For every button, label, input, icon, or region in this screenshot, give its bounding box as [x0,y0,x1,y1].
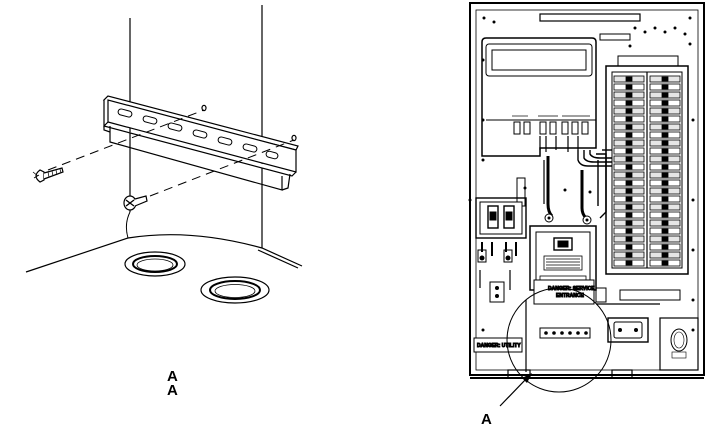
panel-callout-a: A [481,411,492,428]
breaker-handle [625,252,633,258]
breaker-handle [625,172,633,178]
detail-callout-a-upper: A [167,368,178,385]
breaker-handle [661,180,669,186]
detail-callout-a-lower: A [167,382,178,399]
top-rail [539,13,641,22]
detail-leader-line [499,377,528,407]
detail-circle [506,287,612,393]
neutral-bar [539,327,591,339]
breaker-handle [661,84,669,90]
breaker-handle [625,116,633,122]
breaker-handle [625,236,633,242]
enclosure-bottom-edge [25,234,303,273]
mounting-hole-upper [201,104,207,112]
breaker-handle [625,220,633,226]
breaker-handle [661,252,669,258]
utility-breaker [475,197,527,303]
breaker-handle [625,156,633,162]
breaker-handle [625,140,633,146]
din-rail-slots [117,108,279,160]
breaker-handle [661,108,669,114]
breaker-handle [661,164,669,170]
breaker-handle [661,228,669,234]
breaker-handle [625,244,633,250]
din-rail [102,95,299,191]
breaker-handle [661,204,669,210]
service-entrance-label: DANGER: SERVICE ENTRANCE [533,279,596,305]
screw-lower [123,195,148,211]
mounting-hole-right [291,134,297,142]
breaker-handle [661,212,669,218]
detail-leader-arrowhead [522,373,532,383]
side-access-panel [659,317,699,371]
upper-terminal-housing [481,37,597,157]
breaker-handle [661,140,669,146]
breaker-handle [661,76,669,82]
knockout-right [200,276,270,304]
utility-label-plate [473,337,523,353]
breaker-handle [625,124,633,130]
breaker-handle [625,108,633,114]
breaker-handle [661,124,669,130]
service-label-line1: DANGER: SERVICE [548,286,595,292]
breaker-handle [661,116,669,122]
breaker-handle [625,196,633,202]
breaker-handle [625,260,633,266]
breaker-handle [661,132,669,138]
knockout-left [124,251,186,277]
breaker-handle [625,212,633,218]
breaker-handle [625,148,633,154]
outlet-box [607,317,649,343]
breaker-handle [625,100,633,106]
breaker-handle [661,156,669,162]
breaker-handle [625,132,633,138]
breaker-handle [625,76,633,82]
breaker-handle [661,196,669,202]
breaker-handle [661,100,669,106]
transfer-switch-panel: DANGER: SERVICE ENTRANCE DANGER: UTILITY [468,2,705,407]
alignment-line-right [149,139,295,197]
breaker-handle [661,236,669,242]
breaker-handle [625,180,633,186]
breaker-rows [613,75,681,267]
breaker-handle [661,92,669,98]
breaker-handle [625,92,633,98]
enclosure-wall-edge-inner [257,249,299,269]
service-label-line2: ENTRANCE [556,293,584,299]
main-feed-cables [543,156,588,220]
breaker-handle [625,188,633,194]
breaker-handle [661,172,669,178]
breaker-handle [661,188,669,194]
screw-left [32,167,64,183]
enclosure-outline [469,2,705,376]
breaker-handle [661,244,669,250]
breaker-handle [625,204,633,210]
utility-label-text: DANGER: UTILITY [477,343,521,349]
breaker-handle [661,148,669,154]
breaker-handle [625,164,633,170]
alignment-line-left [47,109,205,171]
wire-harness [577,149,612,219]
breaker-handle [625,84,633,90]
din-rail-detail [25,5,303,304]
terminal-lugs [512,115,590,152]
breaker-handle [661,220,669,226]
breaker-handle [625,228,633,234]
breaker-handle [661,260,669,266]
